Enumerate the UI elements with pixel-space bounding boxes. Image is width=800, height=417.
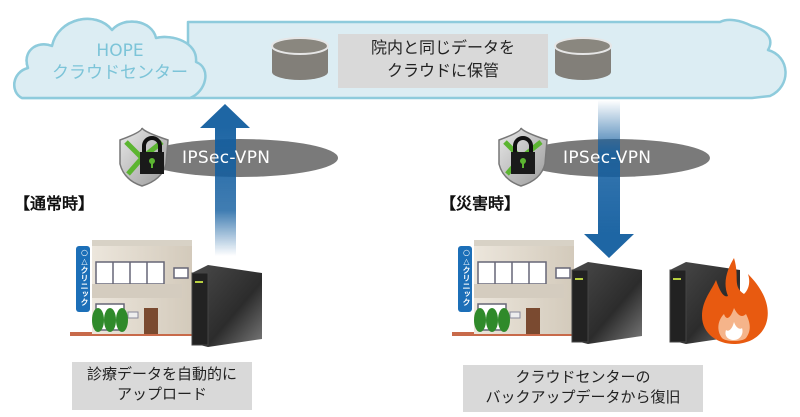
section-title-normal: 【通常時】 xyxy=(14,194,95,213)
cloud-center-name: HOPE クラウドセンター xyxy=(40,40,200,84)
cloud-storage-caption-line2: クラウドに保管 xyxy=(386,61,499,80)
caption-normal-line1: 診療データを自動的に xyxy=(86,365,237,383)
caption-disaster-line2: バックアップデータから復旧 xyxy=(485,388,681,406)
cloud-storage-caption: 院内と同じデータを クラウドに保管 xyxy=(338,34,548,88)
shield-lock-icon-disaster xyxy=(498,127,548,187)
caption-disaster: クラウドセンターの バックアップデータから復旧 xyxy=(463,365,703,412)
clinic-building-disaster xyxy=(452,240,594,336)
cloud-name-line2: クラウドセンター xyxy=(52,63,188,83)
cloud-storage-caption-line1: 院内と同じデータを xyxy=(370,38,515,57)
caption-normal: 診療データを自動的に アップロード xyxy=(72,362,252,410)
server-icon-restored xyxy=(571,262,642,344)
clinic-sign-normal: ○△クリニック xyxy=(80,248,89,306)
clinic-building-normal xyxy=(70,240,212,336)
database-icon-right xyxy=(554,37,612,80)
cloud-name-line1: HOPE xyxy=(96,41,144,61)
clinic-sign-disaster: ○△クリニック xyxy=(462,248,471,306)
section-title-disaster: 【災害時】 xyxy=(440,194,521,213)
server-icon-normal xyxy=(191,265,262,347)
shield-lock-icon-normal xyxy=(119,127,169,187)
vpn-label-disaster: IPSec-VPN xyxy=(563,148,652,168)
upload-arrow xyxy=(200,104,250,256)
database-icon-left xyxy=(271,37,329,80)
caption-normal-line2: アップロード xyxy=(116,385,207,403)
caption-disaster-line1: クラウドセンターの xyxy=(515,368,651,386)
restore-arrow xyxy=(584,100,634,258)
vpn-tunnel-ellipse-normal xyxy=(142,139,338,177)
vpn-label-normal: IPSec-VPN xyxy=(182,148,271,168)
fire-icon xyxy=(702,258,768,344)
